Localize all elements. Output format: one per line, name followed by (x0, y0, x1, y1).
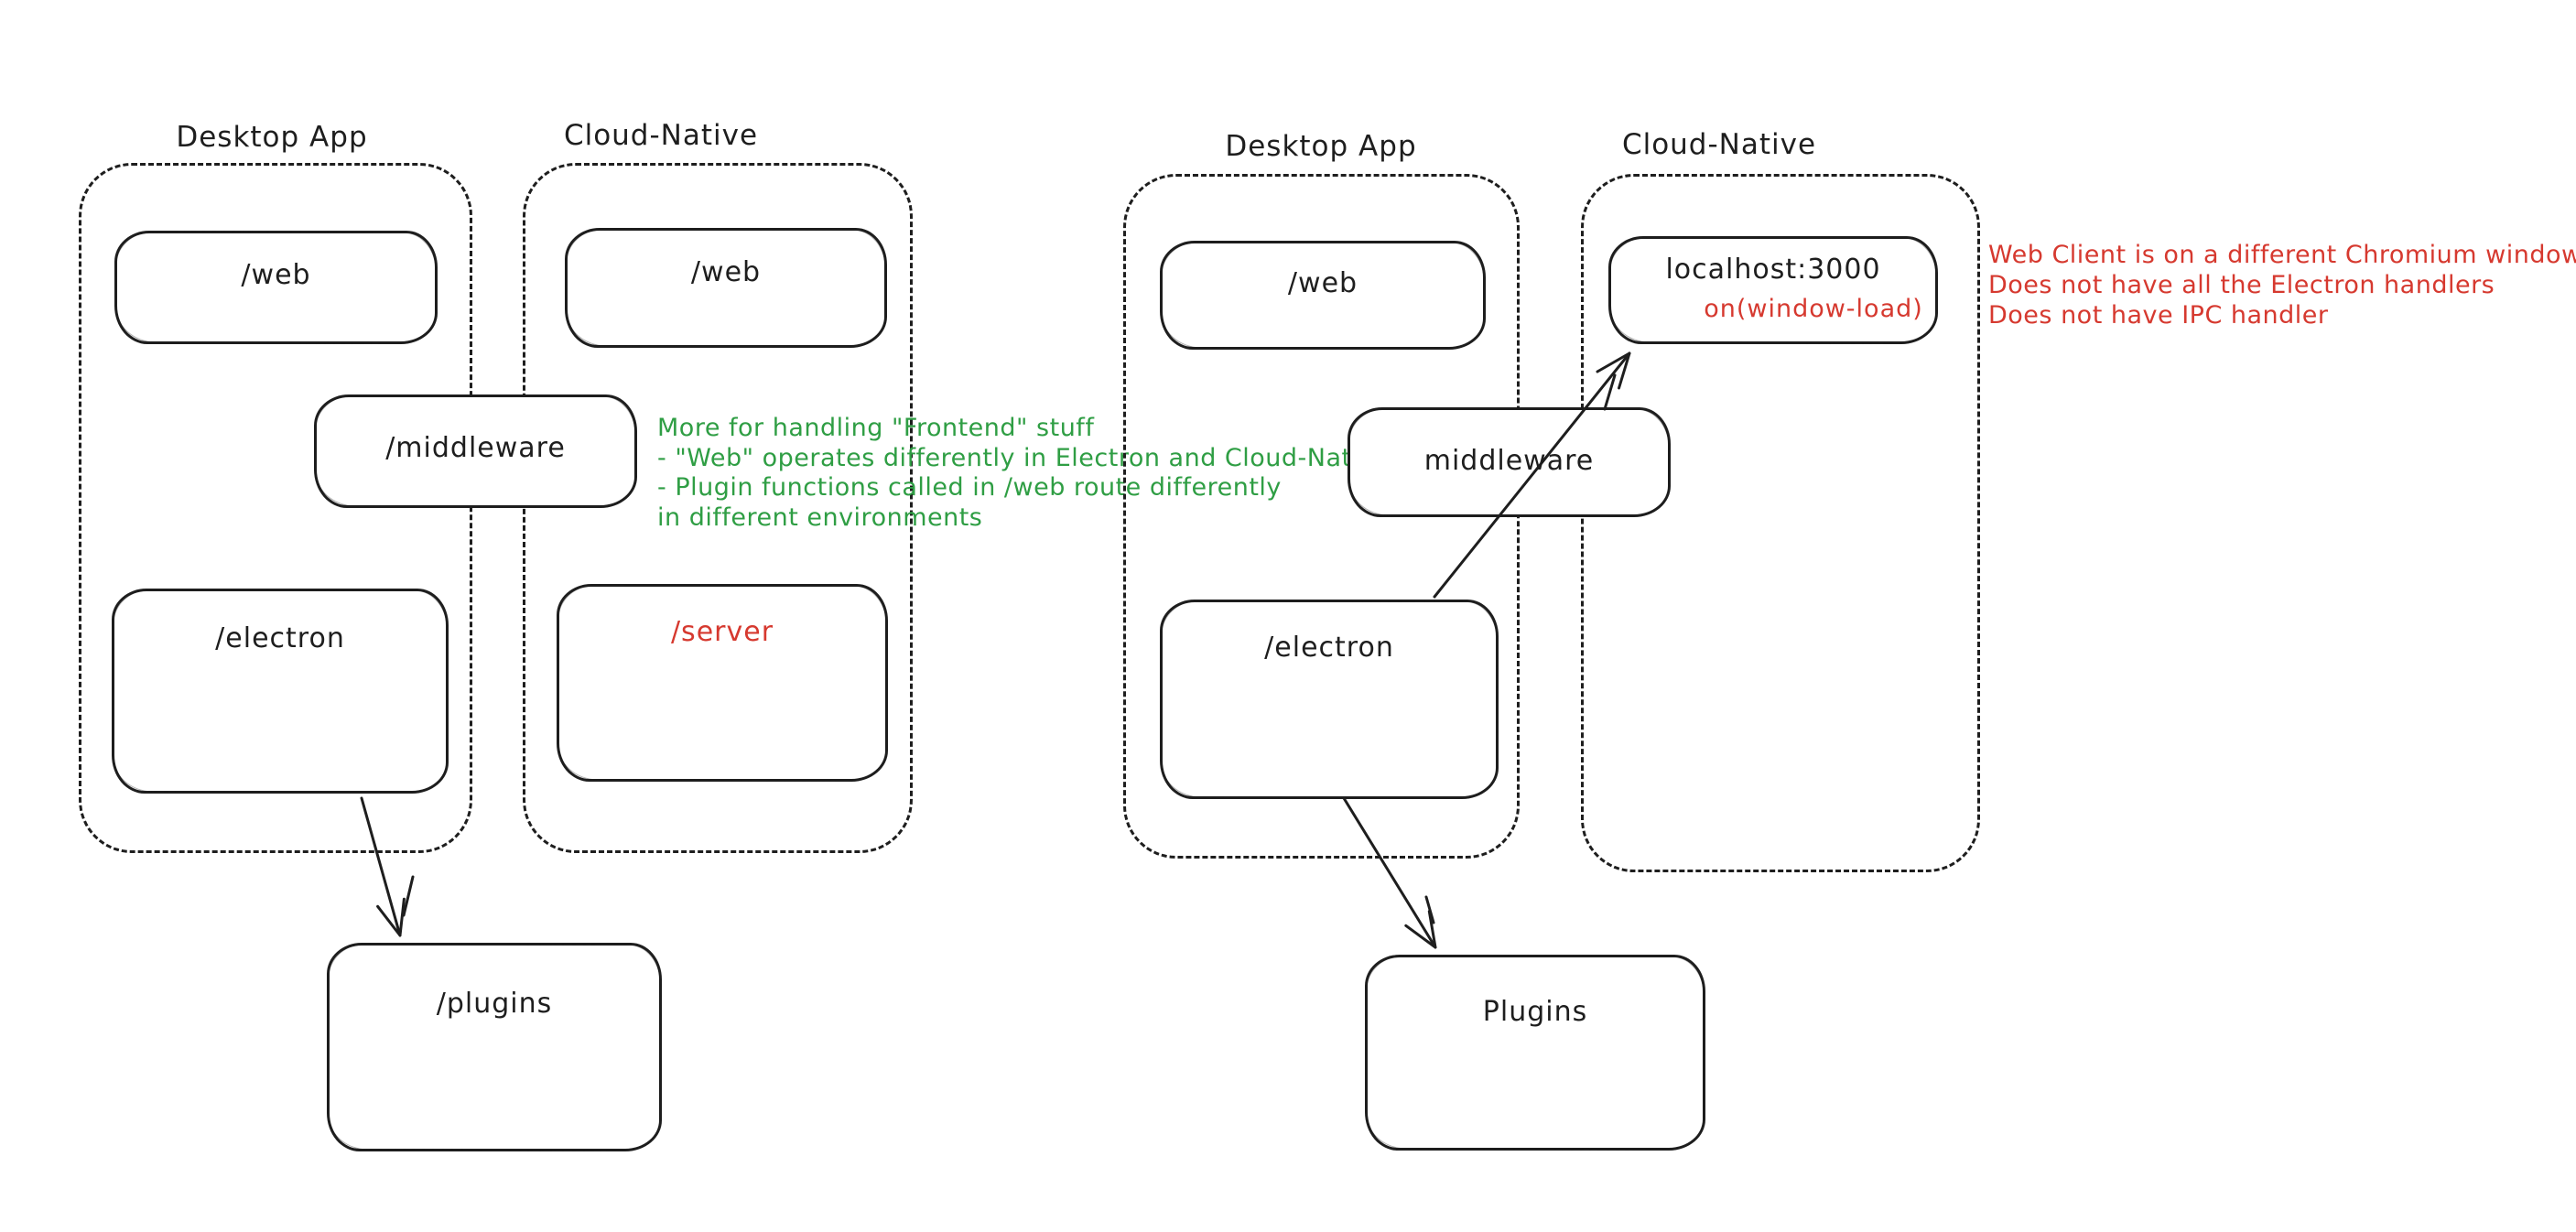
left-cloud-native-container[interactable] (523, 163, 913, 853)
left-server-label: /server (670, 616, 774, 648)
left-server-box[interactable]: /server (557, 584, 888, 782)
left-middleware-label: /middleware (385, 432, 566, 464)
green-note-line-4: in different environments (657, 503, 983, 532)
right-window-load-label: on(window-load) (1704, 295, 1923, 323)
left-plugins-box[interactable]: /plugins (327, 943, 662, 1151)
red-note-line-3: Does not have IPC handler (1988, 301, 2329, 330)
right-cloud-native-label: Cloud-Native (1621, 128, 1817, 161)
right-electron-box[interactable]: /electron (1160, 600, 1499, 799)
left-web-desktop-box[interactable]: /web (114, 231, 438, 344)
green-note-line-1: More for handling "Frontend" stuff (657, 414, 1095, 442)
right-red-note: Web Client is on a different Chromium wi… (1988, 240, 2576, 330)
right-web-box[interactable]: /web (1160, 241, 1486, 350)
right-desktop-app-label: Desktop App (1225, 130, 1417, 163)
left-desktop-app-label: Desktop App (176, 121, 368, 154)
right-localhost-box[interactable]: localhost:3000 on(window-load) (1608, 236, 1938, 344)
left-web-cloud-box[interactable]: /web (565, 228, 887, 348)
left-electron-box[interactable]: /electron (112, 589, 449, 794)
left-plugins-label: /plugins (436, 988, 553, 1020)
red-note-line-1: Web Client is on a different Chromium wi… (1988, 241, 2576, 269)
green-note-line-2: - "Web" operates differently in Electron… (657, 443, 1391, 472)
right-middleware-box[interactable]: middleware (1348, 407, 1671, 517)
right-electron-label: /electron (1264, 632, 1394, 664)
left-cloud-native-label: Cloud-Native (563, 119, 759, 152)
right-web-label: /web (1287, 267, 1358, 299)
right-localhost-label: localhost:3000 (1665, 254, 1881, 286)
left-electron-label: /electron (215, 622, 345, 654)
right-middleware-label: middleware (1423, 445, 1595, 477)
left-web-cloud-label: /web (690, 256, 762, 288)
left-web-desktop-label: /web (241, 259, 311, 291)
left-desktop-app-container[interactable] (79, 163, 472, 853)
red-note-line-2: Does not have all the Electron handlers (1988, 271, 2495, 299)
right-plugins-label: Plugins (1482, 996, 1588, 1028)
left-middleware-box[interactable]: /middleware (314, 394, 637, 508)
left-green-note: More for handling "Frontend" stuff - "We… (657, 414, 1390, 533)
right-plugins-box[interactable]: Plugins (1365, 955, 1705, 1151)
green-note-line-3: - Plugin functions called in /web route … (657, 473, 1282, 502)
